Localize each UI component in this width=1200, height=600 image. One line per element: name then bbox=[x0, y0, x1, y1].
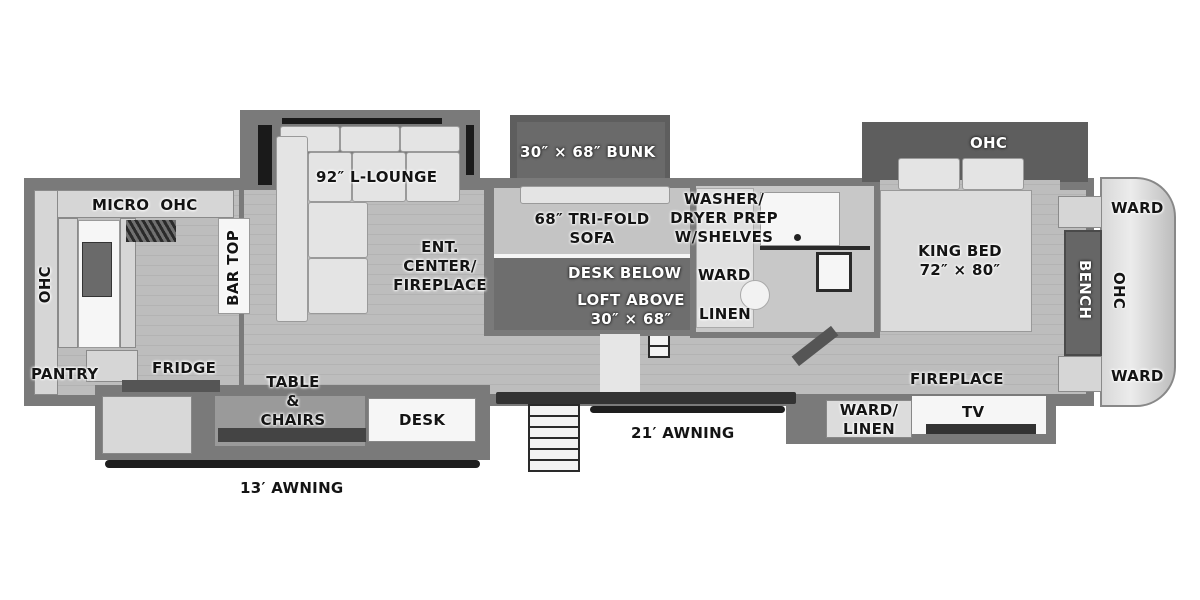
lounge-seat-3 bbox=[406, 152, 460, 202]
shower-wall bbox=[760, 246, 870, 250]
pantry-cabinet bbox=[86, 350, 138, 382]
label-bath-ward: WARD bbox=[698, 266, 751, 284]
ward-linen-cabinet bbox=[826, 400, 912, 438]
label-bar-top: BAR TOP bbox=[224, 230, 242, 306]
loft-ladder bbox=[648, 336, 670, 358]
lounge-chaise-1 bbox=[308, 202, 368, 258]
washer-line-3: W/SHELVES bbox=[674, 228, 774, 246]
label-washer-dryer: WASHER/ DRYER PREP W/SHELVES bbox=[664, 190, 784, 247]
label-trifold-sofa: 68″ TRI-FOLD SOFA bbox=[528, 210, 656, 248]
kitchen-right-cabinets bbox=[120, 218, 136, 348]
label-micro-ohc: MICRO OHC bbox=[92, 196, 198, 214]
fridge-top bbox=[122, 380, 220, 392]
label-ward-top: WARD bbox=[1111, 199, 1164, 217]
table-line-2: & bbox=[286, 392, 300, 410]
sofa-line-2: SOFA bbox=[569, 229, 615, 247]
bath-vanity bbox=[816, 252, 852, 292]
cooktop-icon bbox=[126, 220, 176, 242]
ent-center-line-3: FIREPLACE bbox=[393, 276, 487, 294]
lounge-back-3 bbox=[400, 126, 460, 152]
label-desk-below: DESK BELOW bbox=[568, 264, 682, 282]
label-loft-above: LOFT ABOVE 30″ × 68″ bbox=[566, 291, 696, 329]
king-bed-line-1: KING BED bbox=[918, 242, 1002, 260]
label-awning-21: 21′ AWNING bbox=[631, 424, 735, 442]
loft-line-2: 30″ × 68″ bbox=[590, 310, 672, 328]
kitchen-left-counter bbox=[34, 190, 58, 395]
label-ward-bottom: WARD bbox=[1111, 367, 1164, 385]
lounge-seat-1 bbox=[308, 152, 352, 202]
loft-divider bbox=[494, 254, 690, 258]
ward-top-cabinet bbox=[1058, 196, 1102, 228]
label-bath-linen: LINEN bbox=[699, 305, 751, 323]
label-bunk: 30″ × 68″ BUNK bbox=[520, 143, 656, 161]
label-ohc-front: OHC bbox=[1110, 272, 1128, 310]
sofa-line-1: 68″ TRI-FOLD bbox=[534, 210, 650, 228]
pillow-1 bbox=[898, 158, 960, 190]
label-fridge: FRIDGE bbox=[152, 359, 217, 377]
living-window bbox=[282, 118, 442, 124]
label-l-lounge: 92″ L-LOUNGE bbox=[316, 168, 438, 186]
label-ward-linen: WARD/ LINEN bbox=[824, 401, 914, 439]
ent-center-line-2: CENTER/ bbox=[403, 257, 477, 275]
label-awning-13: 13′ AWNING bbox=[240, 479, 344, 497]
kitchen-island-cabinets bbox=[58, 218, 78, 348]
washer-line-2: DRYER PREP bbox=[670, 209, 778, 227]
desk bbox=[368, 398, 476, 442]
entry-door-rail bbox=[496, 392, 796, 404]
lounge-chaise-2 bbox=[308, 258, 368, 314]
bar-top bbox=[218, 218, 250, 314]
label-pantry: PANTRY bbox=[31, 365, 99, 383]
label-ohc-left: OHC bbox=[36, 266, 54, 304]
pillow-2 bbox=[962, 158, 1024, 190]
ward-linen-line-1: WARD/ bbox=[839, 401, 899, 419]
king-bed-line-2: 72″ × 80″ bbox=[919, 261, 1001, 279]
label-table-chairs: TABLE & CHAIRS bbox=[258, 373, 328, 430]
table-line-3: CHAIRS bbox=[260, 411, 326, 429]
ent-center-line-1: ENT. bbox=[421, 238, 459, 256]
shower-drain-icon bbox=[794, 234, 801, 241]
label-bench: BENCH bbox=[1076, 260, 1094, 320]
table-base bbox=[218, 428, 366, 442]
front-cap bbox=[1100, 177, 1176, 407]
label-desk: DESK bbox=[399, 411, 446, 429]
ward-bottom-cabinet bbox=[1058, 356, 1102, 392]
bench-front bbox=[1064, 230, 1102, 356]
awning-13-rail bbox=[105, 460, 480, 468]
label-bedroom-fireplace: FIREPLACE bbox=[910, 370, 1004, 388]
ward-linen-line-2: LINEN bbox=[843, 420, 895, 438]
sink-icon bbox=[82, 242, 112, 297]
label-king-bed: KING BED 72″ × 80″ bbox=[900, 242, 1020, 280]
washer-line-1: WASHER/ bbox=[683, 190, 765, 208]
loft-line-1: LOFT ABOVE bbox=[577, 291, 685, 309]
living-window-left bbox=[258, 125, 272, 185]
toilet-icon bbox=[740, 280, 770, 310]
awning-21-rail bbox=[590, 406, 785, 413]
lounge-seat-2 bbox=[352, 152, 406, 202]
table-line-1: TABLE bbox=[266, 373, 320, 391]
label-ohc-bedroom: OHC bbox=[970, 134, 1008, 152]
bunk-mattress bbox=[517, 122, 665, 178]
fridge bbox=[102, 396, 192, 454]
hallway-walkway bbox=[600, 334, 640, 394]
kitchen-upper-counter bbox=[34, 190, 234, 218]
tv-icon bbox=[926, 424, 1036, 434]
lounge-side-back bbox=[276, 136, 308, 322]
label-ent-center: ENT. CENTER/ FIREPLACE bbox=[380, 238, 500, 295]
lounge-back-2 bbox=[340, 126, 400, 152]
entry-steps bbox=[528, 400, 580, 472]
loft-area bbox=[494, 258, 690, 330]
living-window-right bbox=[466, 125, 474, 175]
king-bed bbox=[880, 190, 1032, 332]
label-tv: TV bbox=[962, 403, 985, 421]
trifold-sofa bbox=[520, 186, 670, 204]
